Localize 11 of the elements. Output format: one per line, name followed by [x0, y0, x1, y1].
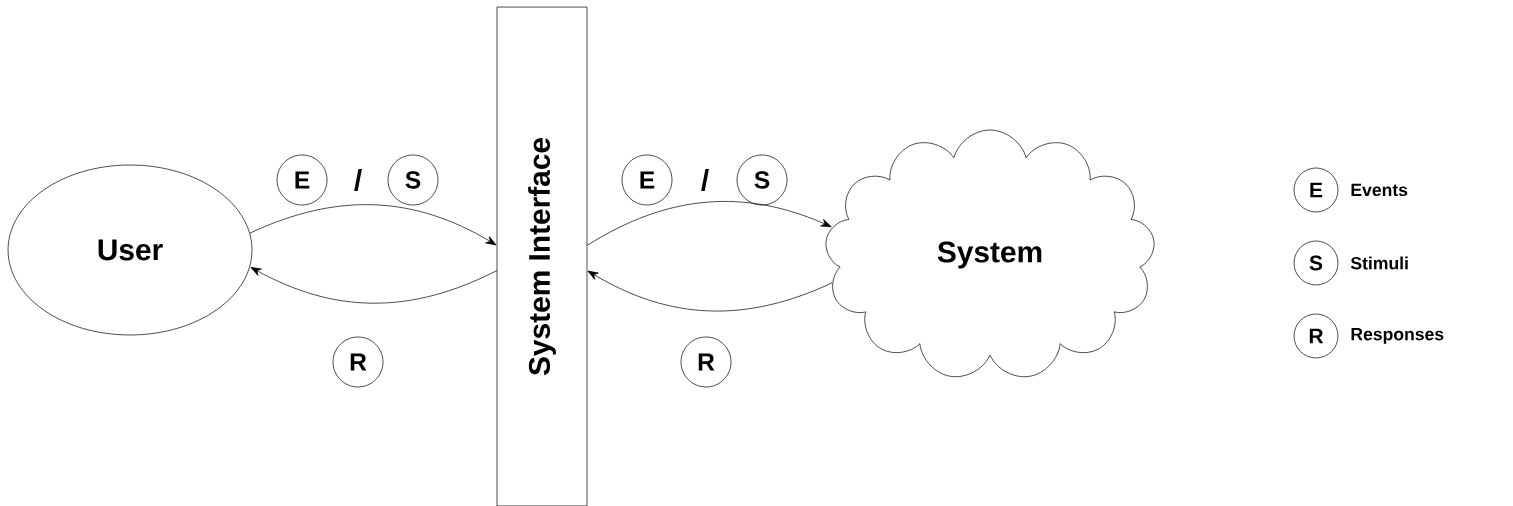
arrow — [587, 270, 833, 312]
arrow — [250, 267, 498, 304]
arrow — [249, 204, 497, 246]
node-caption: Events — [1351, 183, 1408, 197]
node-caption: Stimuli — [1350, 256, 1408, 270]
node-caption: Responses — [1351, 328, 1444, 344]
arrow — [586, 201, 832, 246]
slash-label: / — [354, 168, 362, 192]
system-cloud: System — [825, 129, 1155, 378]
interface-bar: System Interface — [496, 6, 588, 506]
slash-label: / — [701, 168, 709, 192]
